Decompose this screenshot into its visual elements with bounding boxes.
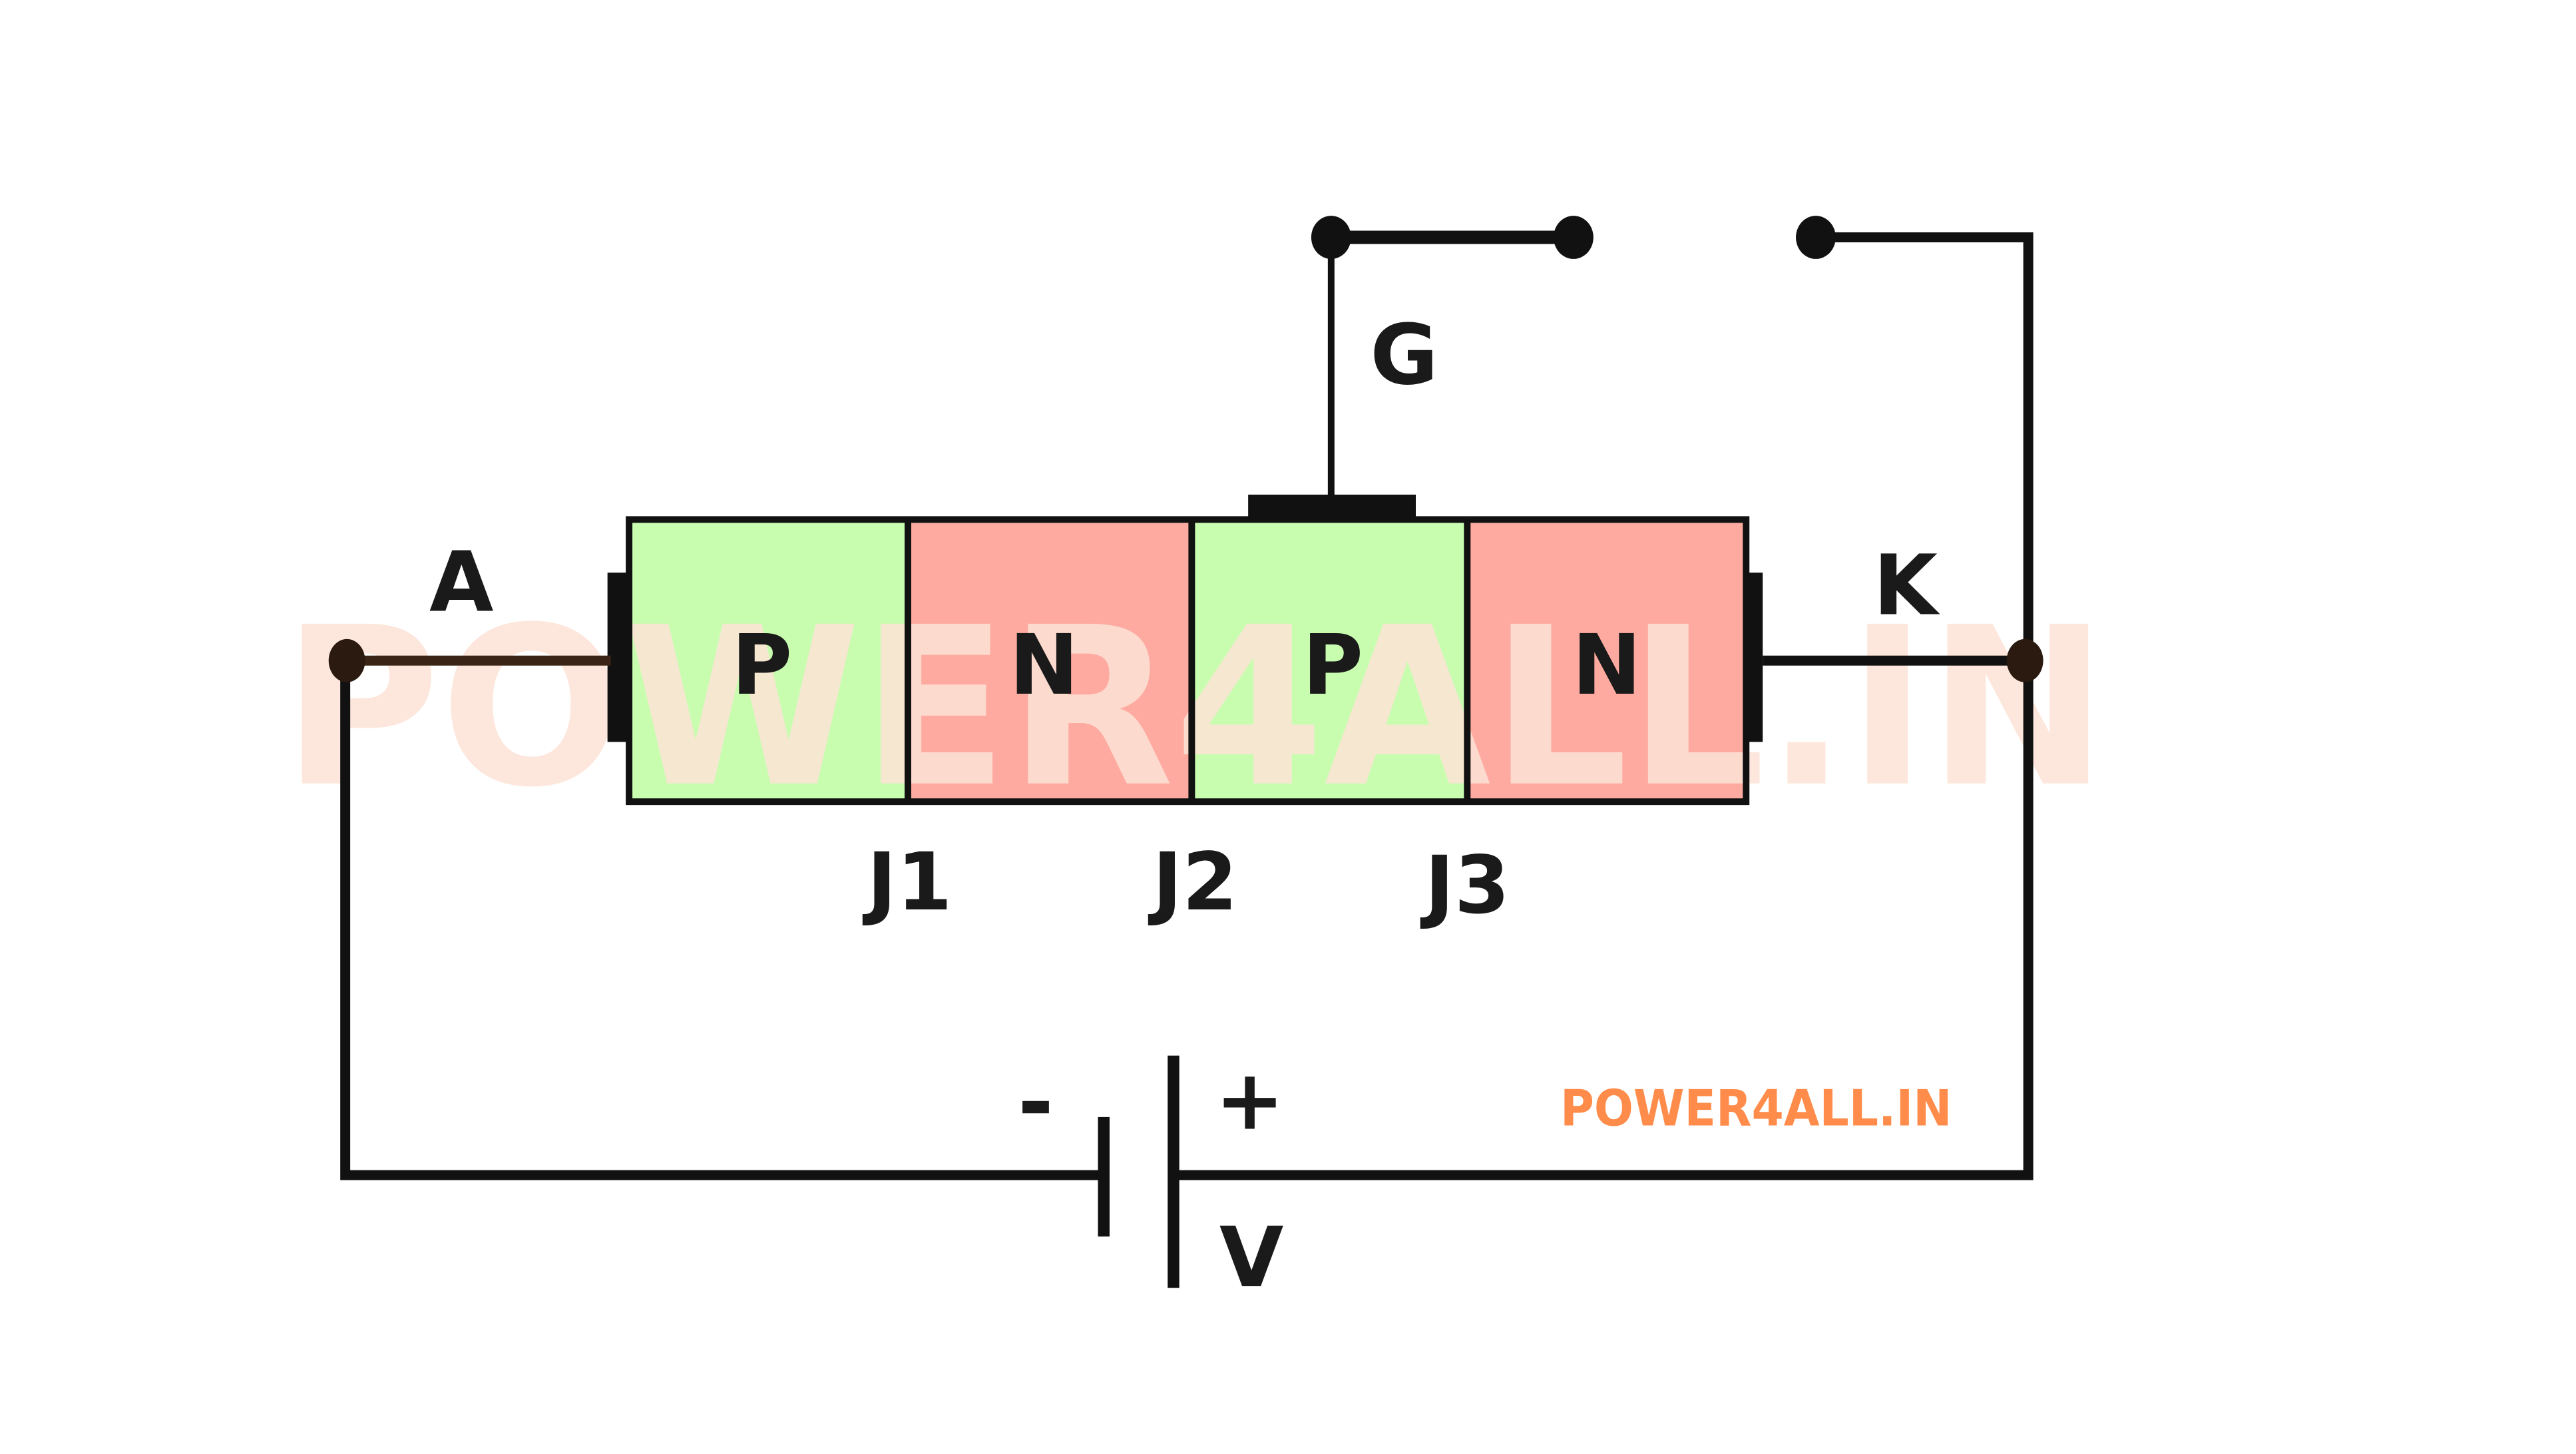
gate-contact [1248, 494, 1416, 520]
anode-terminal-dot [328, 638, 365, 682]
switch-contact-dot-left[interactable] [1553, 216, 1594, 259]
cathode-contact [1746, 573, 1763, 742]
semiconductor-block [630, 523, 1745, 800]
cathode-terminal-dot [2006, 638, 2043, 682]
wires [340, 230, 2034, 1180]
p-layer-2 [1191, 523, 1468, 800]
battery-negative-label: - [1018, 1052, 1054, 1152]
cathode-label: K [1873, 537, 1940, 634]
layer-label-n2: N [1572, 617, 1641, 714]
anode-return-wire [340, 660, 1104, 1180]
n-layer-2 [1467, 523, 1745, 800]
watermark-small: POWER4ALL.IN [1560, 1079, 1952, 1137]
battery-symbol [1098, 1055, 1180, 1288]
junction-label-j1: J1 [863, 836, 953, 929]
junction-label-j3: J3 [1420, 840, 1510, 932]
switch-contact-dot-right[interactable] [1796, 216, 1836, 259]
junction-label-j2: J2 [1148, 836, 1237, 929]
gate-label: G [1370, 307, 1438, 403]
cathode-return-wire [1173, 232, 2034, 1180]
layer-label-p1: P [732, 617, 792, 714]
battery-positive-label: + [1215, 1052, 1284, 1148]
n-layer-1 [907, 523, 1192, 800]
layer-label-n1: N [1009, 617, 1078, 714]
gate-junction-dot [1311, 216, 1351, 259]
layer-label-p2: P [1303, 617, 1363, 714]
anode-label: A [429, 534, 493, 630]
battery-voltage-label: V [1219, 1210, 1283, 1306]
p-layer-1 [630, 523, 908, 800]
